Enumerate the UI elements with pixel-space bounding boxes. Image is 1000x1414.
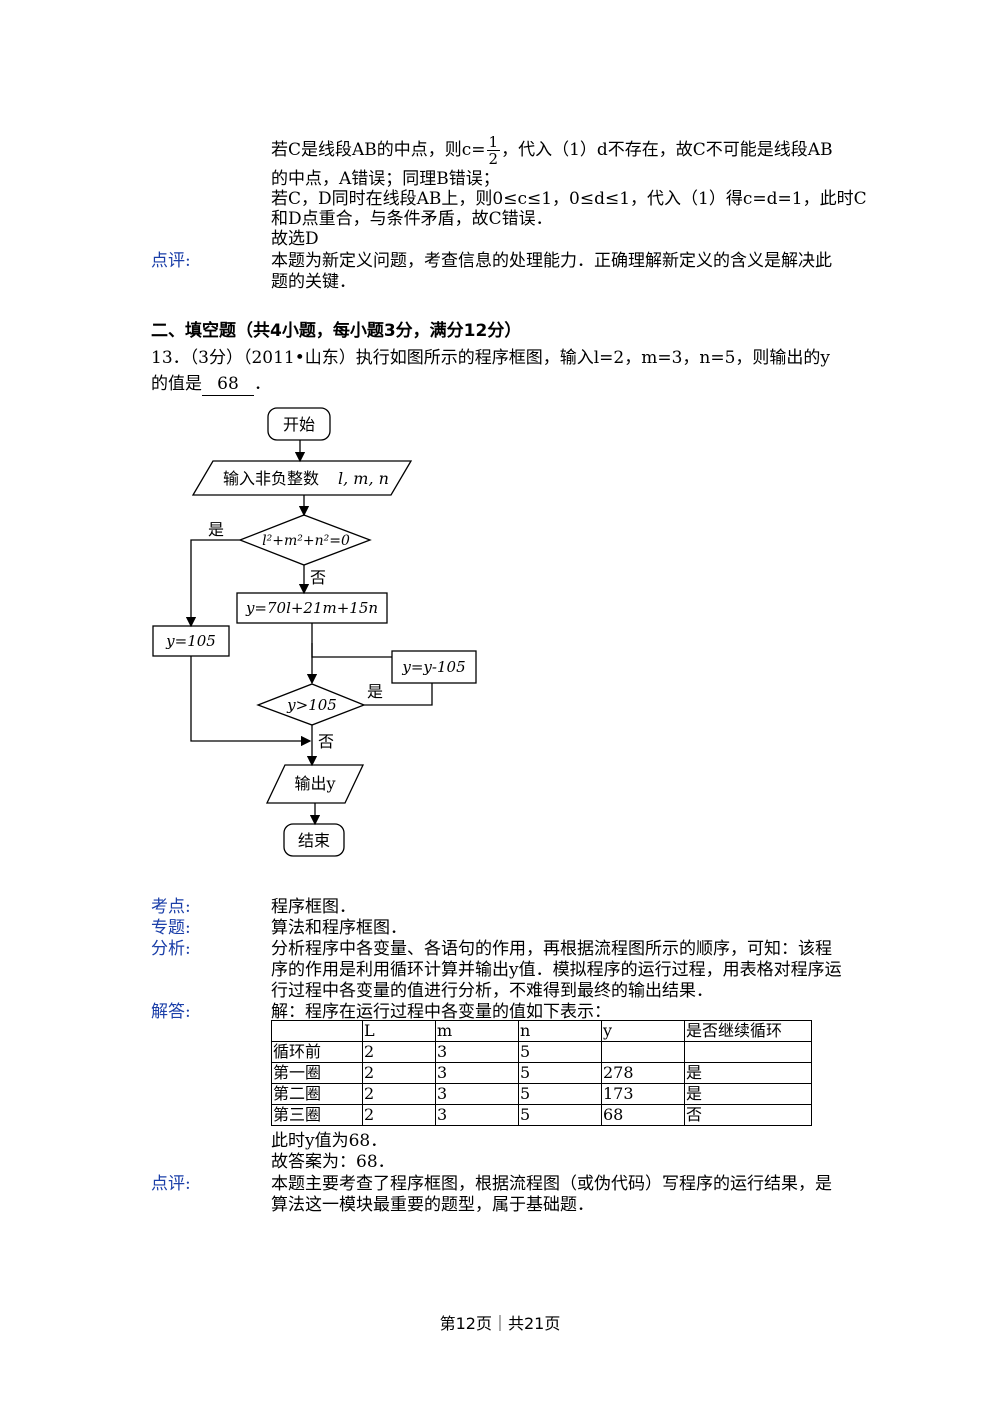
assign-2-label: y=105	[165, 632, 216, 650]
kaodian-label: 考点:	[151, 897, 191, 917]
yes-label-2: 是	[367, 682, 383, 701]
table-cell: 是	[684, 1062, 812, 1084]
prev-line-5: 故选D	[271, 229, 319, 249]
table-cell: 278	[601, 1062, 685, 1084]
table-cell	[601, 1041, 685, 1063]
table-cell: n	[518, 1020, 602, 1042]
jieda-text-1: 解：程序在运行过程中各变量的值如下表示：	[271, 1002, 611, 1022]
table-cell: L	[362, 1020, 436, 1042]
prev-comment-2: 题的关键．	[271, 272, 356, 292]
table-cell: 68	[601, 1104, 685, 1126]
end-label: 结束	[298, 831, 330, 850]
table-cell: 5	[518, 1062, 602, 1084]
no-label-1: 否	[310, 568, 326, 587]
input-label: 输入非负整数	[223, 469, 319, 488]
table-row: 循环前 2 3 5	[271, 1041, 812, 1063]
prev-comment-1: 本题为新定义问题，考查信息的处理能力．正确理解新定义的含义是解决此	[271, 251, 832, 271]
end-terminal	[283, 823, 345, 857]
table-cell: 5	[518, 1083, 602, 1105]
prev-comment-label: 点评:	[151, 251, 191, 271]
page-footer: 第12页｜共21页	[439, 1314, 561, 1333]
input-box	[191, 460, 413, 496]
table-header-row: L m n y 是否继续循环	[271, 1020, 812, 1042]
prev-line-4: 和D点重合，与条件矛盾，故C错误．	[271, 209, 553, 229]
after-table-2: 故答案为：68．	[271, 1152, 395, 1172]
table-cell: 3	[435, 1062, 519, 1084]
no-label-2: 否	[318, 732, 334, 751]
table-cell: m	[435, 1020, 519, 1042]
fenxi-text-3: 行过程中各变量的值进行分析，不难得到最终的输出结果．	[271, 981, 713, 1001]
start-label: 开始	[283, 415, 315, 434]
fenxi-label: 分析:	[151, 939, 191, 959]
prev-line-2: 的中点，A错误；同理B错误；	[271, 169, 500, 189]
prev-text: 若C是线段AB的中点，则c=	[271, 140, 486, 160]
table-row: 第二圈 2 3 5 173 是	[271, 1083, 812, 1105]
fraction-numerator: 1	[486, 133, 501, 151]
assign-3-box	[391, 650, 477, 684]
prev-text: ，代入（1）d不存在，故C不可能是线段AB	[501, 140, 833, 160]
table-cell: 173	[601, 1083, 685, 1105]
table-cell: 5	[518, 1041, 602, 1063]
start-terminal	[267, 407, 331, 441]
table-cell: 5	[518, 1104, 602, 1126]
table-cell	[271, 1020, 363, 1042]
dianping-text-2: 算法这一模块最重要的题型，属于基础题．	[271, 1195, 594, 1215]
assign-1-label: y=70l+21m+15n	[245, 599, 378, 617]
table-cell	[684, 1041, 812, 1063]
dianping-label: 点评:	[151, 1174, 191, 1194]
input-vars: l, m, n	[338, 469, 389, 488]
table-cell: 否	[684, 1104, 812, 1126]
table-cell: 3	[435, 1083, 519, 1105]
kaodian-text: 程序框图．	[271, 897, 356, 917]
table-cell: 第二圈	[271, 1083, 363, 1105]
section-title: 二、填空题（共4小题，每小题3分，满分12分）	[151, 321, 522, 341]
table-cell: y	[601, 1020, 685, 1042]
condition-2-label: y>105	[286, 696, 337, 714]
output-label: 输出y	[294, 774, 335, 793]
table-cell: 3	[435, 1041, 519, 1063]
table-cell: 是否继续循环	[684, 1020, 812, 1042]
table-cell: 第一圈	[271, 1062, 363, 1084]
table-cell: 是	[684, 1083, 812, 1105]
q13-prefix: 的值是	[151, 374, 202, 394]
q13-text-1: 13．（3分）（2011•山东）执行如图所示的程序框图，输入l=2，m=3，n=…	[151, 348, 831, 368]
q13-answer: 68	[202, 373, 254, 396]
q13-suffix: ．	[254, 374, 271, 394]
flowchart: 开始 输入非负整数 l, m, n l²+m²+n²=0 是 否 y=70l+2…	[152, 407, 477, 857]
table-cell: 2	[362, 1062, 436, 1084]
table-cell: 第三圈	[271, 1104, 363, 1126]
assign-3-label: y=y-105	[401, 658, 465, 676]
table-cell: 循环前	[271, 1041, 363, 1063]
prev-line-3: 若C，D同时在线段AB上，则0≤c≤1，0≤d≤1，代入（1）得c=d=1，此时…	[271, 189, 867, 209]
yes-label-1: 是	[208, 520, 224, 539]
table-cell: 2	[362, 1104, 436, 1126]
table-row: 第三圈 2 3 5 68 否	[271, 1104, 812, 1126]
jieda-label: 解答:	[151, 1002, 191, 1022]
trace-table: L m n y 是否继续循环 循环前 2 3 5 第一圈 2 3 5 278 是…	[271, 1020, 812, 1126]
fenxi-text-1: 分析程序中各变量、各语句的作用，再根据流程图所示的顺序，可知：该程	[271, 939, 832, 959]
zhuanti-text: 算法和程序框图．	[271, 918, 407, 938]
output-box	[265, 764, 365, 804]
zhuanti-label: 专题:	[151, 918, 191, 938]
condition-1-label: l²+m²+n²=0	[262, 533, 350, 549]
fraction-denominator: 2	[488, 150, 499, 168]
table-cell: 2	[362, 1041, 436, 1063]
table-cell: 3	[435, 1104, 519, 1126]
dianping-text-1: 本题主要考查了程序框图，根据流程图（或伪代码）写程序的运行结果，是	[271, 1174, 832, 1194]
table-row: 第一圈 2 3 5 278 是	[271, 1062, 812, 1084]
after-table-1: 此时y值为68．	[271, 1131, 388, 1151]
table-cell: 2	[362, 1083, 436, 1105]
fenxi-text-2: 序的作用是利用循环计算并输出y值．模拟程序的运行过程，用表格对程序运	[271, 960, 842, 980]
